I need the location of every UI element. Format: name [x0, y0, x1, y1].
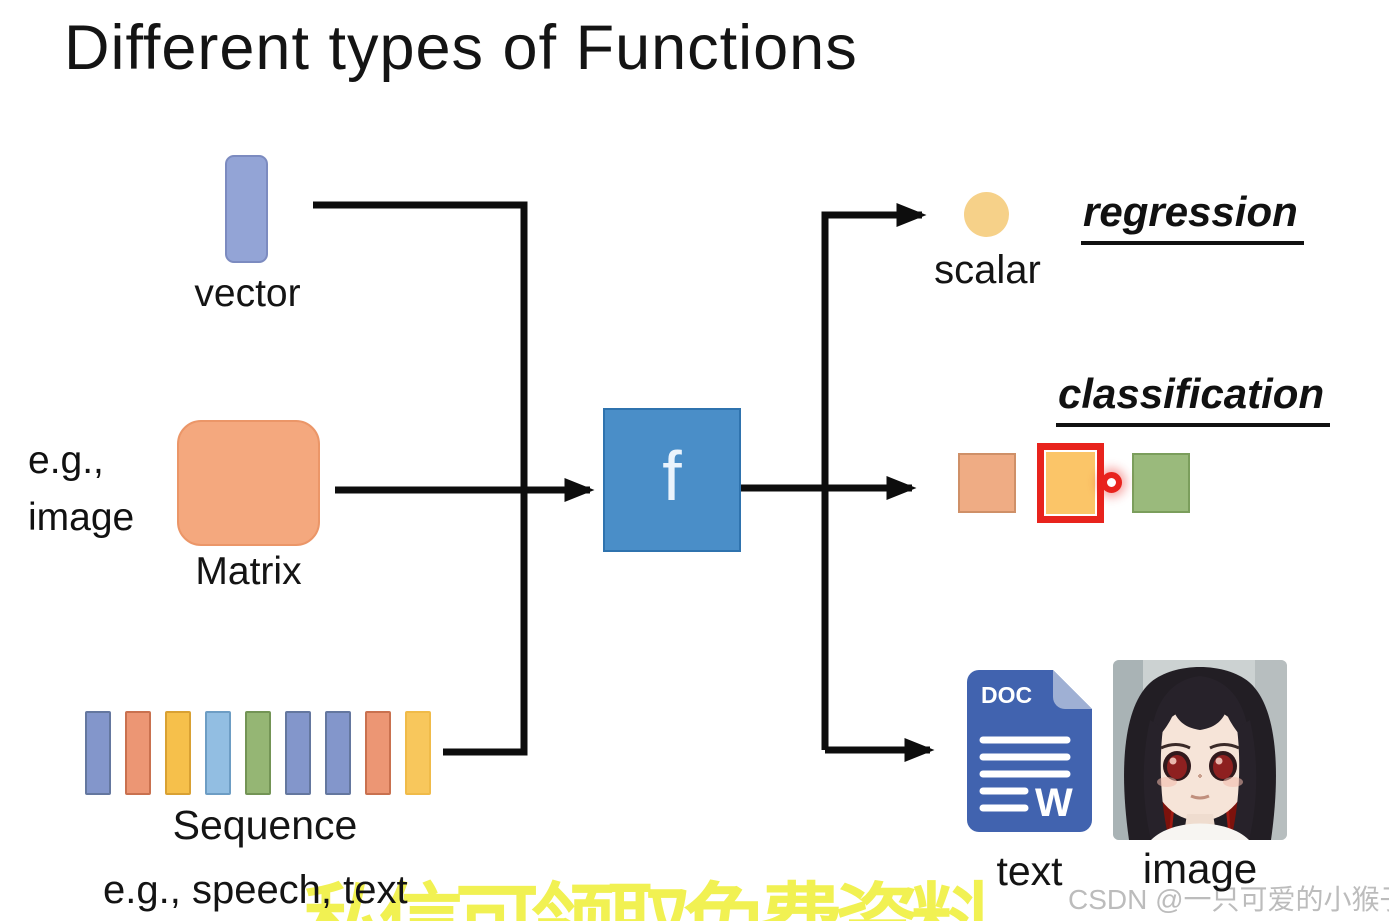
classification-task-label: classification [1056, 370, 1331, 427]
text-output-label: text [996, 848, 1063, 894]
sequence-bar [245, 711, 271, 795]
image-output-label: image [1142, 845, 1258, 892]
scalar-label: scalar [934, 248, 1041, 292]
laser-pointer-dot [1101, 472, 1122, 493]
anime-portrait-image [1113, 660, 1287, 840]
sequence-bar [405, 711, 431, 795]
sequence-bar [165, 711, 191, 795]
promo-watermark-text: 私信可领取免费资料 [303, 856, 995, 921]
input-collector-line [313, 201, 528, 756]
sequence-bar [85, 711, 111, 795]
regression-task-label: regression [1081, 188, 1304, 245]
class-square-orange [958, 453, 1016, 513]
class-square-green [1132, 453, 1190, 513]
output-collector-top-arrow [821, 203, 927, 750]
sequence-example-caption: e.g., speech, text [103, 868, 408, 912]
matrix-example-caption-line2: image [28, 496, 135, 539]
matrix-example-caption-line1: e.g., [28, 439, 104, 482]
sequence-label: Sequence [172, 802, 358, 848]
sequence-bar [125, 711, 151, 795]
function-box: f [603, 408, 741, 552]
matrix-shape [177, 420, 320, 546]
doc-icon-fold [1053, 670, 1092, 709]
sequence-bar [365, 711, 391, 795]
sequence-bar [325, 711, 351, 795]
vector-label: vector [194, 272, 301, 315]
slide-title: Different types of Functions [64, 13, 858, 83]
matrix-label: Matrix [195, 550, 302, 593]
sequence-bar [285, 711, 311, 795]
doc-file-icon: DOC W [967, 670, 1092, 832]
sequence-bars [85, 711, 431, 795]
matrix-example-caption: e.g., image [28, 432, 134, 546]
function-label: f [662, 437, 682, 515]
csdn-watermark-text: CSDN @一只可爱的小猴子 [1068, 884, 1389, 915]
sequence-bar [205, 711, 231, 795]
scalar-shape [964, 192, 1009, 237]
class-square-selected-fill [1046, 452, 1095, 514]
vector-shape [225, 155, 268, 263]
doc-icon-text-lines [979, 736, 1071, 812]
doc-icon-doc-text: DOC [981, 682, 1032, 708]
doc-icon-w-text: W [1035, 781, 1073, 825]
class-square-selected [1037, 443, 1104, 523]
